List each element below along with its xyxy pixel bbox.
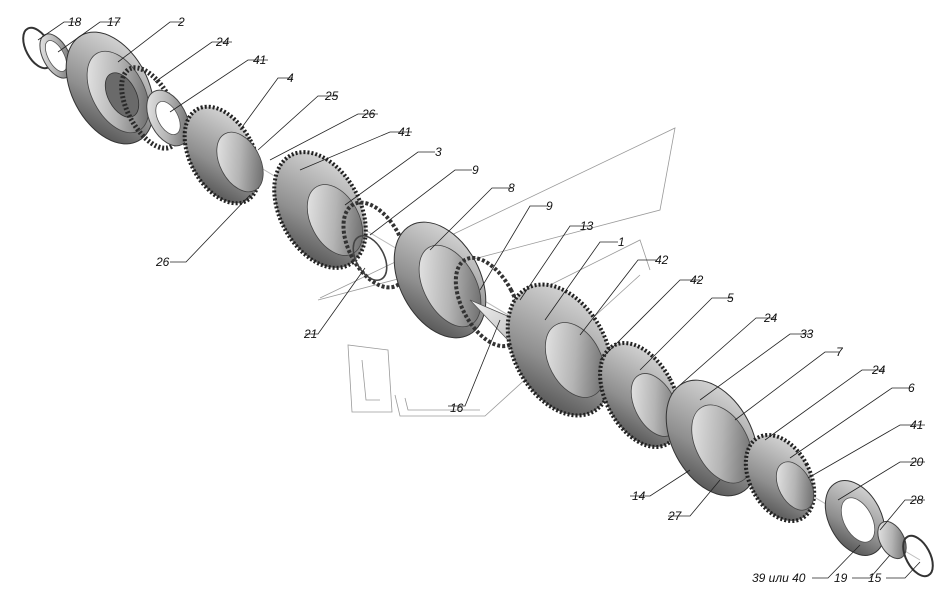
synchro-ring-9b	[453, 255, 523, 349]
label-7: 7	[836, 345, 844, 359]
label-24-low: 24	[871, 363, 886, 377]
gear-4	[182, 104, 264, 206]
label-13: 13	[580, 219, 594, 233]
label-15: 15	[868, 571, 882, 585]
label-17: 17	[107, 15, 122, 29]
label-4: 4	[287, 71, 294, 85]
gear-6	[743, 433, 817, 523]
synchronizer-8	[393, 221, 487, 339]
label-9-top: 9	[472, 163, 479, 177]
synchronizer-7	[665, 379, 759, 497]
label-39-or-40: 39 или 40	[752, 571, 806, 585]
label-25: 25	[324, 89, 339, 103]
label-33: 33	[800, 327, 814, 341]
gear-3	[272, 150, 368, 270]
shaft-1	[469, 282, 615, 418]
label-24-top: 24	[215, 35, 230, 49]
label-18: 18	[68, 15, 82, 29]
label-1: 1	[618, 235, 625, 249]
label-14: 14	[632, 489, 646, 503]
label-41-low: 41	[910, 418, 923, 432]
retaining-ring-15	[902, 534, 934, 578]
label-42-top: 42	[655, 253, 669, 267]
label-9-mid: 9	[546, 199, 553, 213]
label-8: 8	[508, 181, 515, 195]
gear-hub-2	[65, 31, 155, 145]
label-16: 16	[450, 401, 464, 415]
callout-labels: 18 17 2 24 41 4 25 26 41 3 9 8 9 13 1 42…	[68, 15, 924, 585]
leader-lines	[37, 21, 925, 579]
label-26-top: 26	[361, 107, 376, 121]
label-24-mid: 24	[763, 311, 778, 325]
bearing-20	[824, 480, 886, 556]
label-26-left: 26	[155, 255, 170, 269]
label-27: 27	[667, 509, 683, 523]
label-41-top: 41	[253, 53, 266, 67]
label-28: 28	[909, 493, 924, 507]
label-5: 5	[727, 291, 734, 305]
label-19: 19	[834, 571, 848, 585]
label-20: 20	[909, 455, 924, 469]
snap-ring-21	[352, 235, 388, 281]
label-41-mid: 41	[398, 125, 411, 139]
label-21: 21	[303, 327, 317, 341]
label-42-mid: 42	[690, 273, 704, 287]
nut-28	[877, 520, 907, 560]
label-2: 2	[177, 15, 185, 29]
synchro-ring-9a	[341, 200, 409, 290]
label-6: 6	[908, 381, 915, 395]
label-3: 3	[435, 145, 442, 159]
